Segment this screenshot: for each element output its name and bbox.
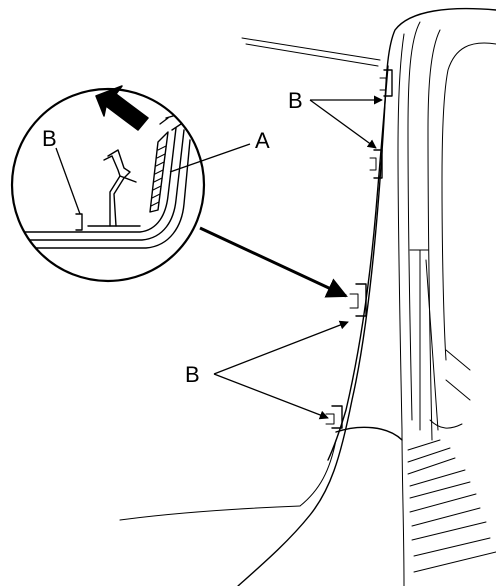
- vehicle-pillar: [119, 7, 496, 586]
- leader-lines: [55, 95, 383, 420]
- clip-b-4: [325, 405, 343, 429]
- clip-b-2: [369, 149, 383, 179]
- label-clip-b-lower: B: [185, 362, 200, 387]
- detail-inset: [10, 85, 206, 283]
- clip-b-3: [349, 283, 367, 317]
- label-clip-b-inset: B: [42, 126, 57, 151]
- clip-b-1: [379, 69, 393, 97]
- bold-arrow-up-left-icon: [95, 85, 149, 131]
- label-clip-b-upper: B: [288, 88, 303, 113]
- arrow-to-detail-icon: [199, 226, 348, 298]
- label-part-a: A: [255, 128, 270, 153]
